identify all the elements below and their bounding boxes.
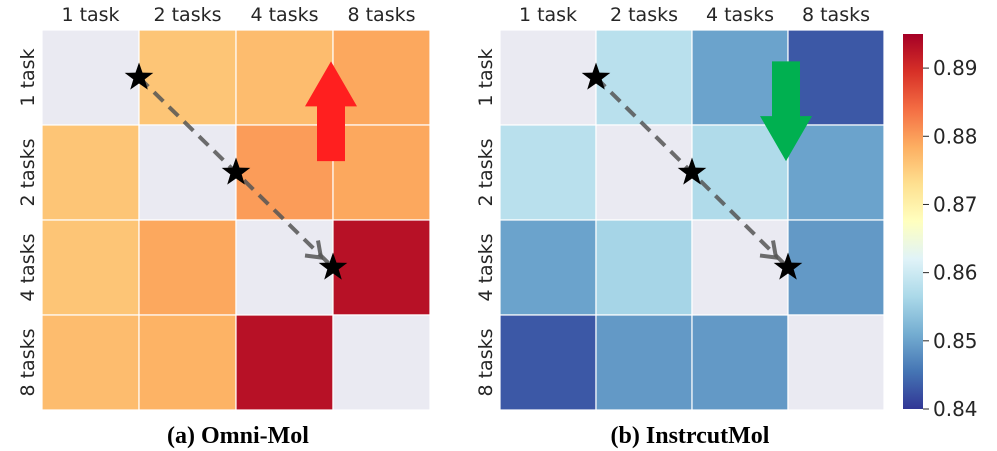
y-tick-labels: 1 task 2 tasks 4 tasks 8 tasks [475, 48, 497, 396]
heatmap-cell [332, 29, 431, 126]
star-marker [581, 62, 611, 90]
trend-overlay [124, 61, 357, 280]
heatmap-cell [332, 124, 431, 221]
trend-arrowhead [759, 240, 779, 260]
x-tick-label: 1 task [519, 4, 577, 26]
y-tick-label: 1 task [17, 48, 39, 106]
star-marker [124, 62, 154, 90]
x-tick-labels: 1 task 2 tasks 4 tasks 8 tasks [61, 4, 415, 26]
y-tick-label: 2 tasks [17, 138, 39, 206]
heatmap-cell [499, 219, 597, 316]
x-tick-label: 1 task [61, 4, 119, 26]
heatmap-cell [787, 219, 885, 316]
colorbar-tick-label: 0.87 [933, 192, 978, 216]
heatmap-cell [41, 314, 140, 411]
heatmap-cell [235, 314, 334, 411]
panel-caption: (b) InstrcutMol [611, 423, 770, 449]
heatmap-cell [332, 219, 431, 316]
heatmap-cell [235, 219, 334, 316]
y-tick-label: 8 tasks [475, 328, 497, 396]
x-tick-label: 4 tasks [706, 4, 774, 26]
heatmap-cell [41, 29, 140, 126]
panel-caption: (a) Omni-Mol [167, 423, 309, 449]
colorbar-tick-label: 0.86 [933, 261, 978, 285]
trend-overlay [581, 61, 812, 280]
y-tick-label: 1 task [475, 48, 497, 106]
x-tick-labels: 1 task 2 tasks 4 tasks 8 tasks [519, 4, 870, 26]
heatmap-cells [499, 29, 885, 411]
x-tick-label: 4 tasks [250, 4, 318, 26]
heatmap-cell [138, 314, 237, 411]
trend-arrow-up-icon [305, 61, 357, 162]
heatmap-cells [41, 29, 431, 411]
x-tick-label: 2 tasks [153, 4, 221, 26]
star-marker [773, 252, 803, 280]
trend-arrow-down-icon [760, 61, 812, 162]
colorbar-tick-label: 0.89 [933, 56, 978, 80]
heatmap-cell [138, 124, 237, 221]
colorbar-tick-label: 0.85 [933, 329, 978, 353]
heatmap-cell [138, 29, 237, 126]
colorbar-gradient [903, 34, 923, 409]
x-tick-label: 8 tasks [802, 4, 870, 26]
heatmap-cell [235, 29, 334, 126]
x-tick-label: 8 tasks [347, 4, 415, 26]
colorbar-ticks: 0.84 0.85 0.86 0.87 0.88 0.89 [923, 56, 978, 421]
star-marker [677, 157, 707, 185]
heatmap-cell [138, 219, 237, 316]
heatmap-cell [691, 124, 789, 221]
y-tick-label: 8 tasks [17, 328, 39, 396]
trend-arrowhead [304, 240, 324, 260]
y-tick-labels: 1 task 2 tasks 4 tasks 8 tasks [17, 48, 39, 396]
heatmap-cell [595, 124, 693, 221]
heatmap-cell [332, 314, 431, 411]
heatmap-cell [787, 314, 885, 411]
heatmap-cell [499, 314, 597, 411]
heatmap-cell [499, 29, 597, 126]
y-tick-label: 2 tasks [475, 138, 497, 206]
star-marker [221, 157, 251, 185]
star-marker [318, 252, 348, 280]
heatmap-cell [41, 124, 140, 221]
y-tick-label: 4 tasks [17, 233, 39, 301]
heatmap-instructmol: 1 task 2 tasks 4 tasks 8 tasks 1 task 2 task… [475, 4, 885, 449]
colorbar-tick-label: 0.88 [933, 124, 978, 148]
heatmap-omni-mol: 1 task 2 tasks 4 tasks 8 tasks 1 task 2 task… [17, 4, 431, 449]
heatmap-cell [41, 219, 140, 316]
heatmap-cell [595, 219, 693, 316]
heatmap-cell [595, 314, 693, 411]
colorbar: 0.84 0.85 0.86 0.87 0.88 0.89 [903, 34, 978, 421]
colorbar-tick-label: 0.84 [933, 397, 978, 421]
heatmap-cell [691, 219, 789, 316]
y-tick-label: 4 tasks [475, 233, 497, 301]
heatmap-cell [787, 29, 885, 126]
x-tick-label: 2 tasks [610, 4, 678, 26]
heatmap-cell [235, 124, 334, 221]
heatmap-cell [595, 29, 693, 126]
heatmap-cell [691, 314, 789, 411]
heatmap-cell [499, 124, 597, 221]
heatmap-cell [787, 124, 885, 221]
